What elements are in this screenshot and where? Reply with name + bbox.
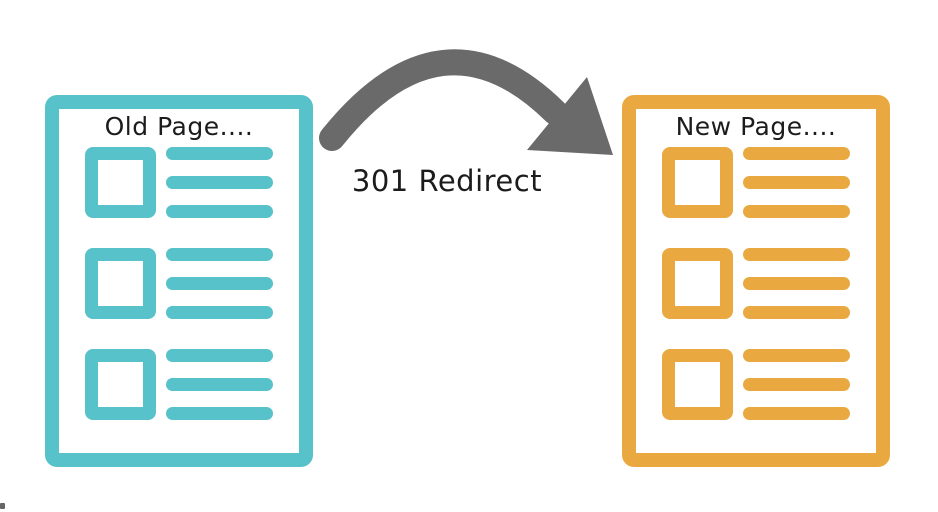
image-placeholder-icon xyxy=(85,147,156,218)
corner-artifact xyxy=(0,503,5,509)
text-line-bar xyxy=(166,205,273,218)
content-row xyxy=(85,248,273,319)
text-lines xyxy=(166,349,273,420)
content-row xyxy=(662,248,850,319)
image-placeholder-icon xyxy=(85,248,156,319)
text-lines xyxy=(743,349,850,420)
text-lines xyxy=(743,147,850,218)
text-line-bar xyxy=(743,306,850,319)
text-line-bar xyxy=(743,176,850,189)
content-row xyxy=(662,349,850,420)
image-placeholder-icon xyxy=(662,147,733,218)
old-page-card: Old Page.... xyxy=(45,95,313,467)
new-page-title: New Page.... xyxy=(675,112,837,141)
text-line-bar xyxy=(743,147,850,160)
text-line-bar xyxy=(743,205,850,218)
text-lines xyxy=(743,248,850,319)
text-line-bar xyxy=(166,248,273,261)
text-lines xyxy=(166,147,273,218)
content-row xyxy=(85,349,273,420)
image-placeholder-icon xyxy=(85,349,156,420)
text-line-bar xyxy=(166,277,273,290)
new-page-card: New Page.... xyxy=(622,95,890,467)
text-lines xyxy=(166,248,273,319)
content-row xyxy=(662,147,850,218)
text-line-bar xyxy=(166,306,273,319)
text-line-bar xyxy=(166,407,273,420)
text-line-bar xyxy=(166,147,273,160)
image-placeholder-icon xyxy=(662,248,733,319)
text-line-bar xyxy=(743,407,850,420)
text-line-bar xyxy=(743,378,850,391)
text-line-bar xyxy=(166,378,273,391)
old-page-title: Old Page.... xyxy=(104,112,254,141)
content-row xyxy=(85,147,273,218)
new-page-content xyxy=(662,147,850,420)
image-placeholder-icon xyxy=(662,349,733,420)
redirect-label: 301 Redirect xyxy=(351,164,543,198)
text-line-bar xyxy=(743,349,850,362)
text-line-bar xyxy=(166,176,273,189)
text-line-bar xyxy=(743,248,850,261)
old-page-content xyxy=(85,147,273,420)
text-line-bar xyxy=(743,277,850,290)
text-line-bar xyxy=(166,349,273,362)
